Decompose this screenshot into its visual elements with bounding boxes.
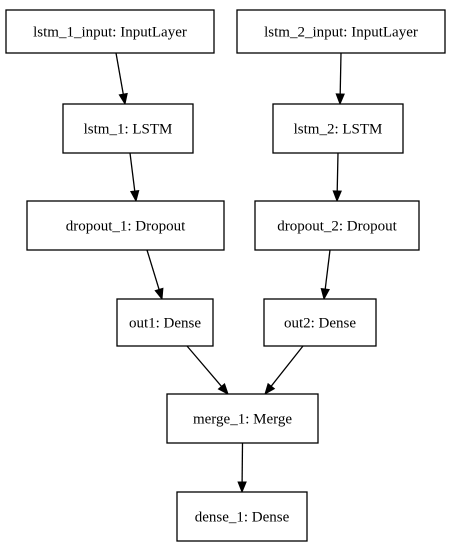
arrowhead-out1-to-merge_1 (217, 382, 229, 396)
node-box (62, 103, 194, 154)
edge-lstm_1_input-to-lstm_1 (115, 52, 124, 95)
node-label: out2: Dense (284, 316, 356, 332)
node-label: dense_1: Dense (195, 510, 290, 526)
node-label: lstm_2: LSTM (294, 122, 383, 138)
node-out2: out2: Dense (263, 298, 377, 347)
node-lstm-1: lstm_1: LSTM (62, 103, 194, 154)
node-label: dropout_2: Dropout (277, 219, 397, 235)
node-lstm-2-input: lstm_2_input: InputLayer (236, 9, 446, 54)
arrowhead-lstm_2_input-to-lstm_2 (335, 93, 345, 106)
edge-lstm_2_input-to-lstm_2 (339, 52, 342, 95)
node-box (254, 200, 420, 251)
node-label: merge_1: Merge (193, 412, 292, 428)
node-dropout-2: dropout_2: Dropout (254, 200, 420, 251)
node-label: dropout_1: Dropout (66, 219, 186, 235)
node-box (116, 298, 214, 347)
node-dense-1: dense_1: Dense (176, 491, 308, 542)
node-label: out1: Dense (129, 316, 201, 332)
node-box (263, 298, 377, 347)
node-merge-1: merge_1: Merge (166, 393, 319, 444)
arrowhead-merge_1-to-dense_1 (237, 481, 247, 494)
node-label: lstm_1: LSTM (84, 122, 173, 138)
edges-layer (115, 52, 345, 494)
edge-lstm_1-to-dropout_1 (129, 152, 136, 192)
arrowhead-out2-to-merge_1 (264, 382, 276, 396)
edge-lstm_2-to-dropout_2 (336, 152, 339, 192)
node-box (166, 393, 319, 444)
arrowhead-lstm_1-to-dropout_1 (129, 189, 140, 203)
node-lstm-2: lstm_2: LSTM (272, 103, 404, 154)
arrowhead-lstm_1_input-to-lstm_1 (118, 92, 128, 106)
node-out1: out1: Dense (116, 298, 214, 347)
node-lstm-1-input: lstm_1_input: InputLayer (5, 9, 215, 54)
edge-dropout_1-to-out1 (146, 249, 160, 290)
node-dropout-1: dropout_1: Dropout (26, 200, 225, 251)
node-box (272, 103, 404, 154)
node-box (5, 9, 215, 54)
node-label: lstm_1_input: InputLayer (33, 25, 187, 41)
node-box (236, 9, 446, 54)
node-label: lstm_2_input: InputLayer (264, 25, 418, 41)
nodes-layer: lstm_1_input: InputLayer lstm_2_input: In… (5, 9, 446, 542)
edge-out1-to-merge_1 (186, 345, 222, 387)
arrowhead-dropout_1-to-out1 (154, 287, 164, 301)
edge-dropout_2-to-out2 (324, 249, 331, 290)
node-box (176, 491, 308, 542)
node-box (26, 200, 225, 251)
arrowhead-dropout_2-to-out2 (320, 288, 330, 301)
arrowhead-lstm_2-to-dropout_2 (332, 190, 342, 203)
edge-out2-to-merge_1 (270, 345, 304, 387)
